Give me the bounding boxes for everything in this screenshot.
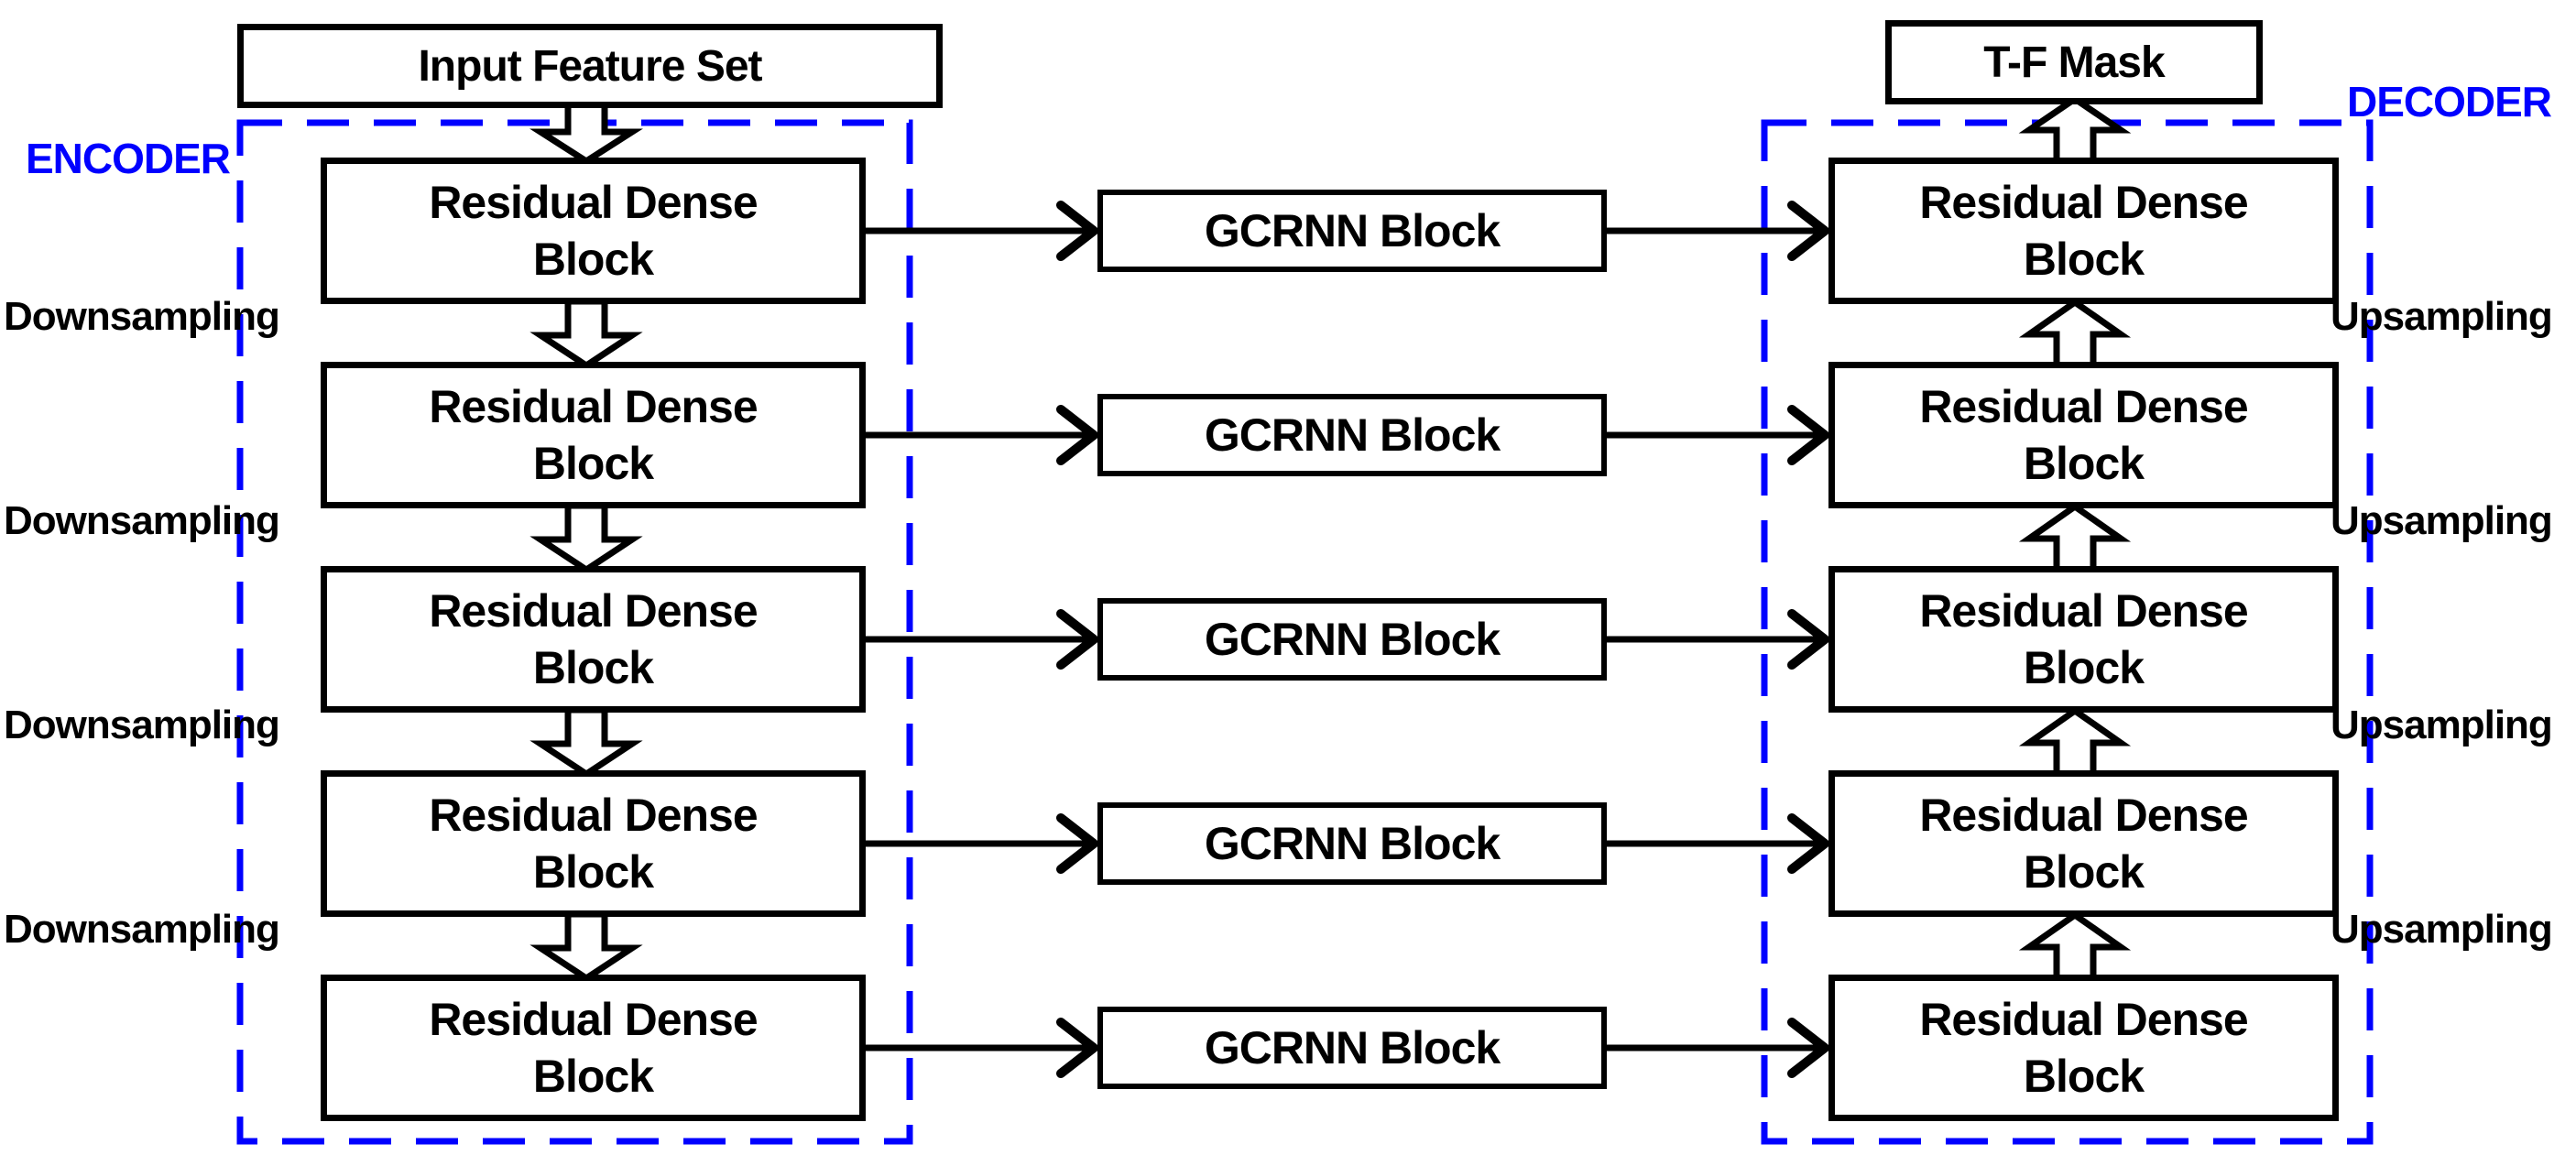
encoder-to-gcrnn-arrow-3 [859,609,1098,670]
up-block-arrow-4 [2018,706,2132,778]
gcrnn-to-decoder-arrow-5 [1603,1018,1829,1078]
encoder-rdb-1-label: Residual Dense Block [429,177,758,285]
gcrnn-block-3-label: GCRNN Block [1204,614,1501,665]
input-feature-set-box: Input Feature Set [237,24,943,108]
encoder-rdb-4-label: Residual Dense Block [429,790,758,898]
upsampling-label-3: Upsampling [2330,703,2553,747]
gcrnn-block-1: GCRNN Block [1097,190,1607,272]
downsampling-label-3: Downsampling [4,703,280,747]
decoder-title: DECODER [2347,78,2552,125]
gcrnn-block-5: GCRNN Block [1097,1007,1607,1089]
encoder-rdb-5-label: Residual Dense Block [429,994,758,1102]
up-block-arrow-2 [2018,298,2132,369]
down-block-arrow-4 [529,706,643,779]
gcrnn-block-4: GCRNN Block [1097,802,1607,885]
encoder-rdb-3-label: Residual Dense Block [429,585,758,693]
gcrnn-block-2-label: GCRNN Block [1204,409,1501,461]
gcrnn-block-2: GCRNN Block [1097,394,1607,476]
decoder-rdb-2-label: Residual Dense Block [1919,381,2248,489]
down-block-arrow-2 [529,298,643,370]
downsampling-label-4: Downsampling [4,907,280,952]
decoder-rdb-1: Residual Dense Block [1828,158,2339,304]
encoder-rdb-1: Residual Dense Block [321,158,866,304]
encoder-to-gcrnn-arrow-4 [859,813,1098,874]
decoder-rdb-5: Residual Dense Block [1828,975,2339,1121]
downsampling-label-1: Downsampling [4,294,280,339]
upsampling-label-1: Upsampling [2330,294,2553,339]
gcrnn-to-decoder-arrow-3 [1603,609,1829,670]
gcrnn-to-decoder-arrow-1 [1603,201,1829,261]
gcrnn-block-5-label: GCRNN Block [1204,1022,1501,1073]
gcrnn-block-3: GCRNN Block [1097,598,1607,681]
decoder-rdb-1-label: Residual Dense Block [1919,177,2248,285]
encoder-rdb-2: Residual Dense Block [321,362,866,508]
decoder-rdb-5-label: Residual Dense Block [1919,994,2248,1102]
decoder-rdb-4-label: Residual Dense Block [1919,790,2248,898]
encoder-rdb-2-label: Residual Dense Block [429,381,758,489]
down-block-arrow-5 [529,910,643,983]
input-feature-set-label: Input Feature Set [418,41,762,91]
gcrnn-to-decoder-arrow-4 [1603,813,1829,874]
down-block-arrow-3 [529,502,643,574]
gcrnn-block-4-label: GCRNN Block [1204,818,1501,869]
downsampling-label-2: Downsampling [4,498,280,543]
gcrnn-to-decoder-arrow-2 [1603,405,1829,465]
up-block-arrow-1 [2018,94,2132,165]
tf-mask-label: T-F Mask [1983,38,2165,87]
encoder-to-gcrnn-arrow-2 [859,405,1098,465]
decoder-rdb-4: Residual Dense Block [1828,770,2339,917]
encoder-to-gcrnn-arrow-5 [859,1018,1098,1078]
decoder-rdb-3-label: Residual Dense Block [1919,585,2248,693]
decoder-rdb-3: Residual Dense Block [1828,566,2339,713]
gcrnn-block-1-label: GCRNN Block [1204,205,1501,256]
encoder-rdb-3: Residual Dense Block [321,566,866,713]
encoder-to-gcrnn-arrow-1 [859,201,1098,261]
down-block-arrow-1 [529,99,643,166]
upsampling-label-2: Upsampling [2330,498,2553,543]
encoder-rdb-5: Residual Dense Block [321,975,866,1121]
upsampling-label-4: Upsampling [2330,907,2553,952]
decoder-rdb-2: Residual Dense Block [1828,362,2339,508]
up-block-arrow-3 [2018,502,2132,573]
up-block-arrow-5 [2018,910,2132,982]
tf-mask-box: T-F Mask [1885,20,2263,104]
encoder-rdb-4: Residual Dense Block [321,770,866,917]
encoder-title: ENCODER [26,135,231,182]
